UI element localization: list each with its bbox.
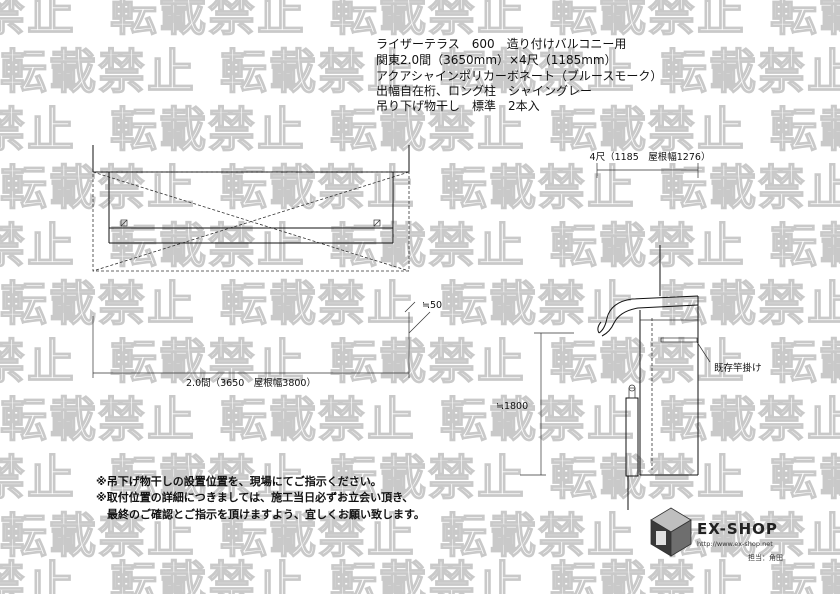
- watermark-text: 転載禁止: [220, 161, 416, 216]
- watermark-text: 転載禁止: [0, 451, 76, 506]
- width-dimension-label: 2.0間（3650 屋根幅3800）: [186, 377, 316, 389]
- watermark-text: 転載禁止: [0, 509, 196, 564]
- watermark-text: 転載禁止: [550, 103, 746, 158]
- watermark-text: 転載禁止: [440, 277, 636, 332]
- note-line-1: ※吊下げ物干しの設置位置を、現場にてご指示ください。: [96, 474, 382, 488]
- notes-block: ※吊下げ物干しの設置位置を、現場にてご指示ください。 ※取付位置の詳細につきまし…: [96, 474, 425, 521]
- watermark-text: 転載禁止: [0, 277, 196, 332]
- watermark-text: 転載禁止: [330, 451, 526, 506]
- watermark-text: 転載禁止: [0, 0, 76, 42]
- watermark-text: 転載禁止: [770, 335, 840, 390]
- pole-holder: [660, 337, 698, 343]
- watermark-text: 転載禁止: [0, 103, 76, 158]
- side-view: 4尺（1185 屋根幅1276） 既存竿掛け ≒1800: [496, 151, 762, 510]
- note-line-3: 最終のご確認とご指示を頂けますよう、宜しくお願い致します。: [96, 507, 425, 521]
- watermark-text: 転載禁止: [550, 451, 746, 506]
- spec-line-5: 吊り下げ物干し 標準 2本入: [376, 98, 540, 113]
- watermark-text: 転載禁止: [330, 0, 526, 42]
- watermark-text: 転載禁止: [660, 161, 840, 216]
- watermark-text: 転載禁止: [550, 557, 746, 594]
- watermark-text: 転載禁止: [220, 393, 416, 448]
- watermark-text: 転載禁止: [0, 557, 76, 594]
- spec-line-3: アクアシャインポリカーボネート（ブルースモーク）: [376, 68, 662, 83]
- bracket-left: [120, 219, 128, 227]
- watermark-text: 転載禁止: [770, 219, 840, 274]
- watermark-text: 転載禁止: [0, 219, 76, 274]
- watermark-text: 転載禁止: [440, 509, 636, 564]
- pole-label: 既存竿掛け: [714, 362, 762, 374]
- watermark-text: 転載禁止: [660, 277, 840, 332]
- roof-outline: [92, 171, 410, 272]
- spec-line-1: ライザーテラス 600 造り付けバルコニー用: [376, 37, 626, 51]
- watermark-text: 転載禁止: [220, 45, 416, 100]
- note-line-2: ※取付位置の詳細につきましては、施工当日必ずお立会い頂き、: [96, 490, 413, 504]
- watermark-text: 転載禁止: [0, 335, 76, 390]
- watermark-text: 転載禁止: [770, 0, 840, 42]
- watermark-text: 転載禁止: [770, 103, 840, 158]
- watermark-text: 転載禁止: [330, 557, 526, 594]
- watermark-text: 転載禁止: [110, 335, 306, 390]
- watermark-text: 転載禁止: [660, 393, 840, 448]
- height-dimension-label: ≒1800: [496, 401, 528, 412]
- watermark-text: 転載禁止: [440, 393, 636, 448]
- bracket-right: [373, 219, 381, 227]
- front-view: 2.0間（3650 屋根幅3800） ≒50: [92, 145, 442, 389]
- spec-line-2: 関東2.0間（3650mm）×4尺（1185mm）: [376, 53, 617, 67]
- cube-icon: [650, 507, 692, 557]
- watermark-text: 転載禁止: [330, 103, 526, 158]
- watermark-text: 転載禁止: [0, 161, 196, 216]
- watermark-text: 転載禁止: [110, 451, 306, 506]
- watermark-text: 転載禁止: [660, 45, 840, 100]
- spec-block: ライザーテラス 600 造り付けバルコニー用 関東2.0間（3650mm）×4尺…: [376, 37, 662, 113]
- logo-url: http://www.ex-shop.net: [697, 540, 773, 548]
- watermark-text: 転載禁止: [0, 393, 196, 448]
- depth-dimension-label: 4尺（1185 屋根幅1276）: [590, 151, 711, 163]
- watermark-text: 転載禁止: [110, 103, 306, 158]
- watermark-text: 転載禁止: [550, 219, 746, 274]
- watermark-text: 転載禁止: [110, 219, 306, 274]
- staff-label: 担当：角田: [748, 553, 783, 562]
- watermark-text: 転載禁止: [550, 0, 746, 42]
- watermark-text: 転載禁止: [330, 219, 526, 274]
- watermark-text: 転載禁止: [770, 557, 840, 594]
- watermark-text: 転載禁止: [770, 451, 840, 506]
- watermark-text: 転載禁止: [550, 335, 746, 390]
- watermark-text: 転載禁止: [330, 335, 526, 390]
- watermark-text: 転載禁止: [440, 161, 636, 216]
- watermark-text: 転載禁止: [110, 557, 306, 594]
- watermark-text: 転載禁止: [0, 45, 196, 100]
- company-logo: EX-SHOP http://www.ex-shop.net 担当：角田: [650, 507, 783, 562]
- logo-name: EX-SHOP: [697, 520, 778, 538]
- watermark-text: 転載禁止: [220, 509, 416, 564]
- watermark-text: 転載禁止: [110, 0, 306, 42]
- small-dimension-label: ≒50: [422, 300, 442, 311]
- watermark-text: 転載禁止: [440, 45, 636, 100]
- roof-panel: [598, 295, 699, 334]
- spec-line-4: 出幅自在桁、ロング柱 シャイングレー: [376, 83, 592, 98]
- watermark-text: 転載禁止: [220, 277, 416, 332]
